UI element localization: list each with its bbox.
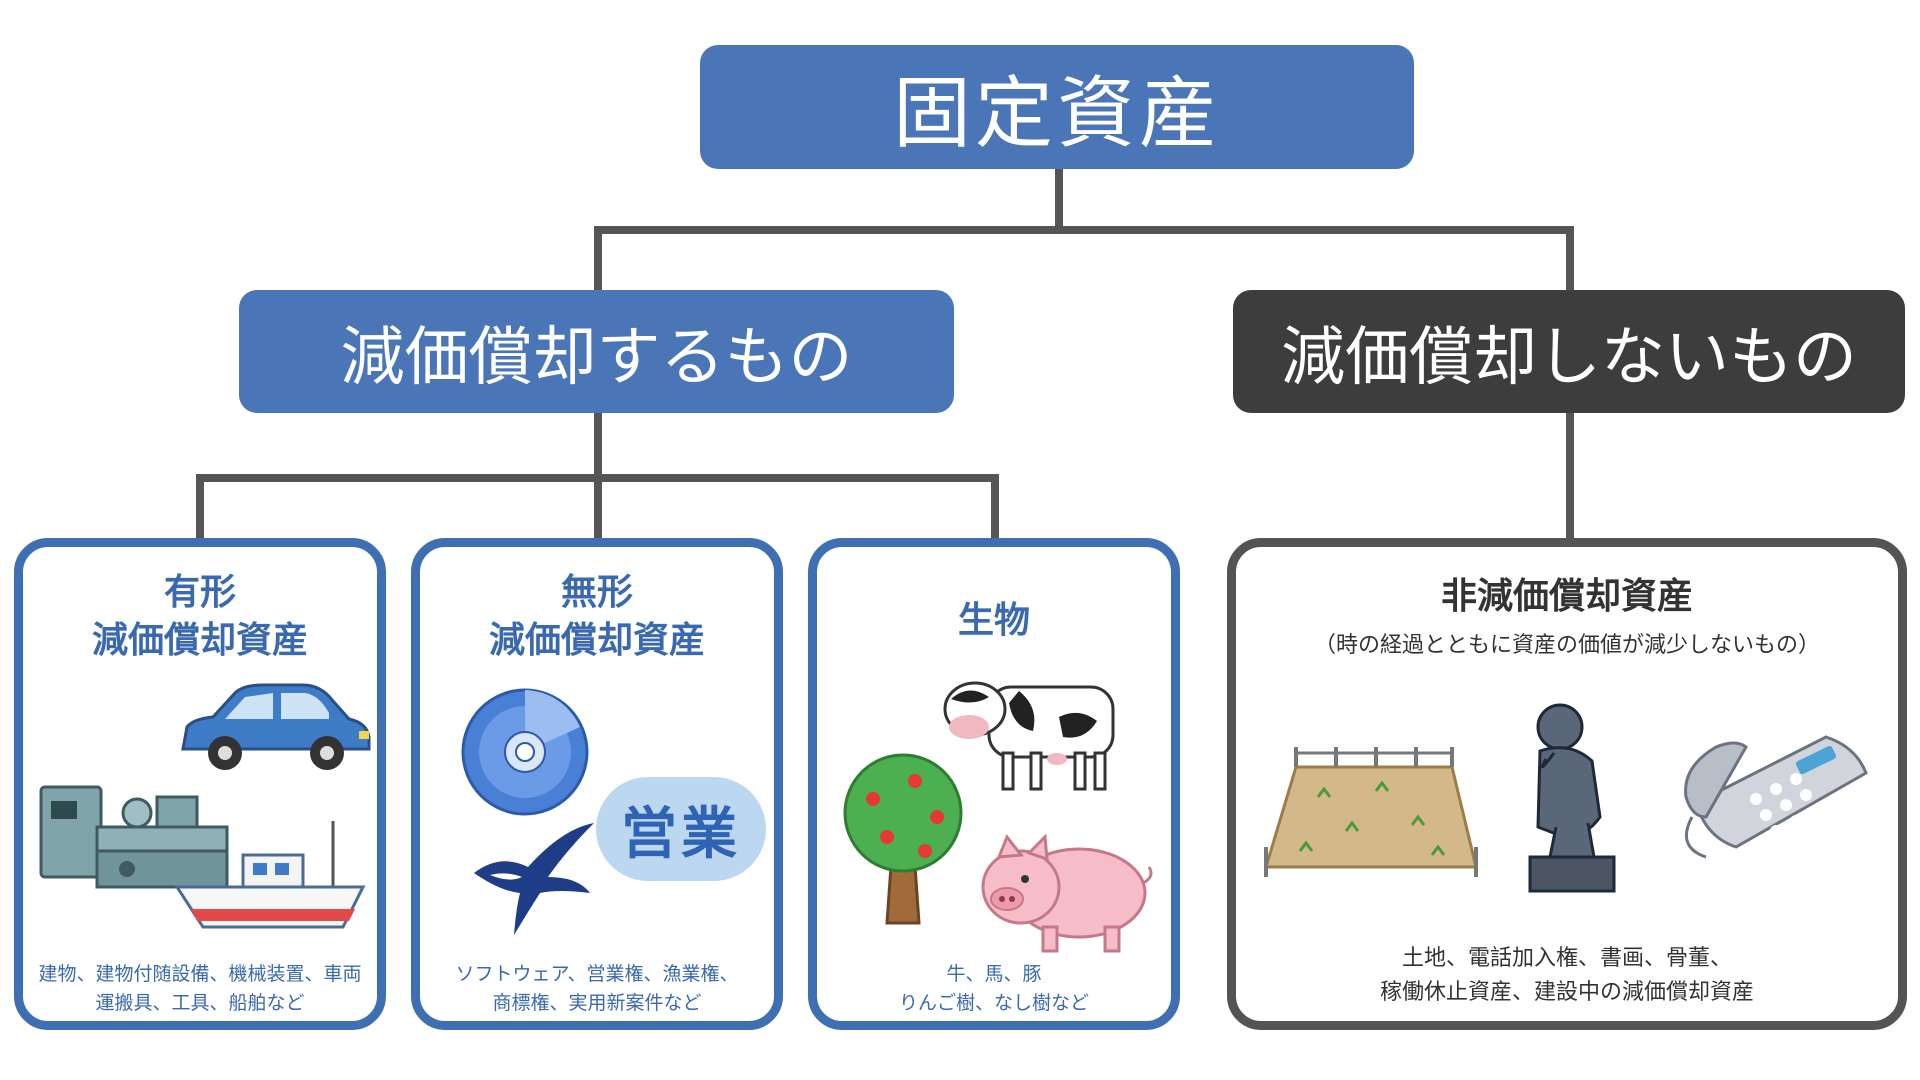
car-icon [181, 683, 371, 770]
swallow-bird-icon [474, 823, 594, 935]
tangible-note-line1: 建物、建物付随設備、機械装置、車両 [38, 963, 362, 985]
intangible-title-line2: 減価償却資産 [488, 620, 705, 661]
intangible-note-line1: ソフトウェア、営業権、漁業権、 [455, 963, 739, 985]
boat-icon [174, 821, 366, 929]
pig-icon [981, 833, 1153, 953]
land-field-icon [1263, 747, 1478, 877]
connector-right-down [1566, 226, 1574, 292]
depreciable-box: 減価償却するもの [239, 290, 954, 413]
connector-right-card-down [1566, 412, 1574, 540]
intangible-note-line2: 商標権、実用新案件など [492, 992, 702, 1014]
tangible-title-line2: 減価償却資産 [91, 620, 308, 661]
connector-mid-horizontal [196, 474, 999, 482]
connector-card3-down [991, 474, 999, 540]
non-depreciable-label: 減価償却しないもの [1281, 320, 1857, 395]
non-depreciable-card-subtitle: （時の経過とともに資産の価値が減少しないもの） [1313, 633, 1820, 658]
non-depreciable-note-line2: 稼働休止資産、建設中の減価償却資産 [1379, 980, 1754, 1005]
root-box: 固定資産 [700, 45, 1414, 169]
tangible-title: 有形 減価償却資産 [23, 569, 377, 665]
tangible-note-line2: 運搬具、工具、船舶など [95, 992, 305, 1014]
intangible-title-line1: 無形 [560, 572, 633, 613]
thinker-statue-icon [1528, 703, 1616, 893]
connector-top-horizontal [594, 226, 1572, 234]
tangible-card: 有形 減価償却資産 建物、建物付随設備、機械装置、車両 運搬具、工具、船舶など [14, 538, 386, 1030]
cow-icon [943, 681, 1115, 791]
non-depreciable-note: 土地、電話加入権、書画、骨董、 稼働休止資産、建設中の減価償却資産 [1236, 942, 1898, 1010]
non-depreciable-box: 減価償却しないもの [1233, 290, 1905, 413]
connector-card1-down [196, 474, 204, 540]
business-badge-icon: 営業 [596, 777, 766, 881]
depreciable-label: 減価償却するもの [340, 320, 853, 395]
biological-title: 生物 [957, 600, 1030, 641]
biological-note-line1: 牛、馬、豚 [946, 963, 1042, 985]
root-label: 固定資産 [892, 69, 1221, 159]
biological-card: 生物 牛、馬、豚 りんご樹、なし樹など [808, 538, 1180, 1030]
non-depreciable-card: 非減価償却資産 （時の経過とともに資産の価値が減少しないもの） [1227, 538, 1907, 1030]
tangible-title-line1: 有形 [163, 572, 236, 613]
lathe-machine-icon [39, 785, 229, 889]
intangible-note: ソフトウェア、営業権、漁業権、 商標権、実用新案件など [420, 960, 774, 1018]
biological-note-line2: りんご樹、なし樹など [898, 992, 1089, 1014]
telephone-icon [1684, 735, 1868, 859]
biological-note: 牛、馬、豚 りんご樹、なし樹など [817, 960, 1171, 1018]
cd-disc-icon [461, 688, 589, 816]
connector-left-down [594, 226, 602, 292]
non-depreciable-note-line1: 土地、電話加入権、書画、骨董、 [1401, 946, 1732, 971]
business-badge-text: 営業 [621, 801, 741, 867]
non-depreciable-card-title: 非減価償却資産 [1440, 576, 1693, 617]
intangible-title: 無形 減価償却資産 [420, 569, 774, 665]
connector-root-down [1055, 168, 1063, 230]
tangible-note: 建物、建物付随設備、機械装置、車両 運搬具、工具、船舶など [23, 960, 377, 1018]
intangible-card: 無形 減価償却資産 営業 ソフトウェア、営業権、漁業権、 商標権、実用新案件など [411, 538, 783, 1030]
apple-tree-icon [843, 753, 963, 925]
